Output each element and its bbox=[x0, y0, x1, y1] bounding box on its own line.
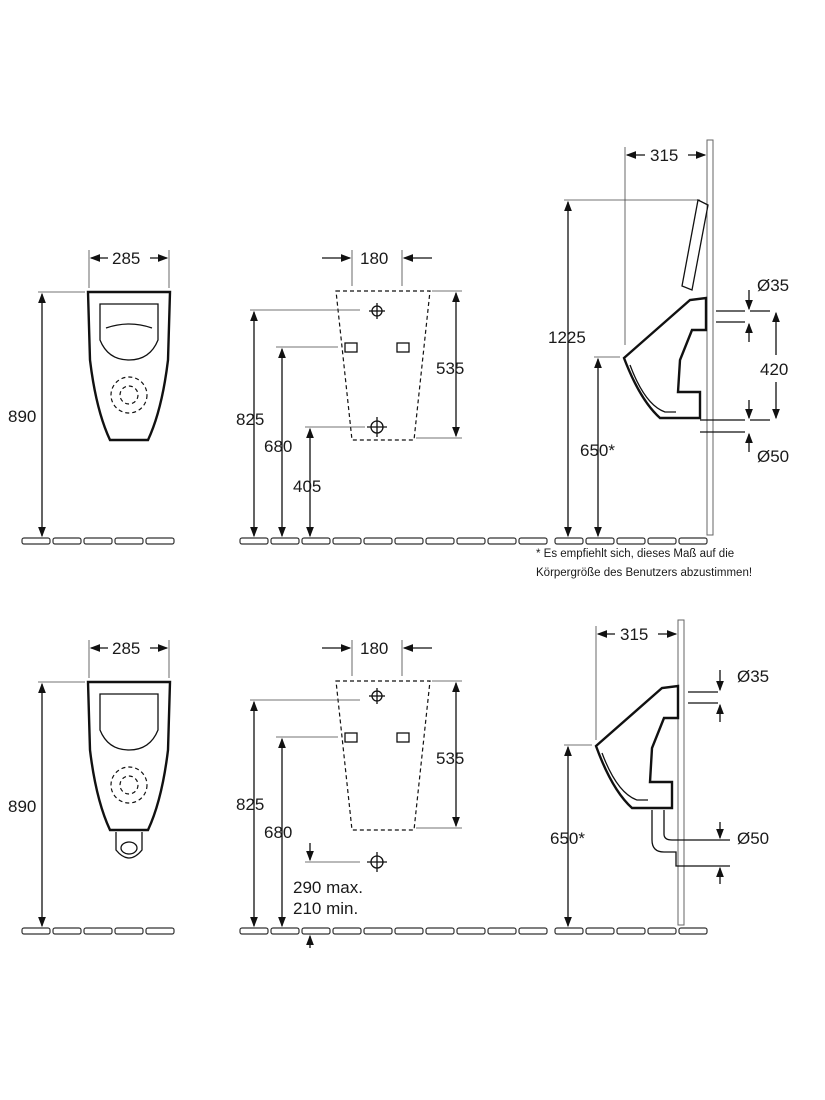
dim-height: 890 bbox=[8, 407, 36, 426]
side-view-bottom: 315 650* Ø35 Ø50 bbox=[550, 619, 769, 935]
dim-fix-height: 825 bbox=[236, 795, 264, 814]
dim-depth: 315 bbox=[620, 625, 648, 644]
back-view-top: 180 535 825 680 405 bbox=[236, 249, 548, 545]
dim-upper-fix: 680 bbox=[264, 437, 292, 456]
dim-outlet-min: 210 min. bbox=[293, 899, 358, 918]
dim-outlet-height: 405 bbox=[293, 477, 321, 496]
dim-rim-height: 650* bbox=[550, 829, 585, 848]
side-view-top: 315 1225 650* Ø35 420 Ø50 * Es empfiehlt… bbox=[536, 139, 789, 579]
dim-height: 535 bbox=[436, 359, 464, 378]
back-view-bottom: 180 535 825 680 290 max. 210 min. bbox=[236, 639, 548, 948]
dim-total-height: 1225 bbox=[548, 328, 586, 347]
front-view-top: 890 285 bbox=[8, 249, 175, 545]
dim-height: 535 bbox=[436, 749, 464, 768]
dim-rim-height: 650* bbox=[580, 441, 615, 460]
dim-inlet-outlet-distance: 420 bbox=[760, 360, 788, 379]
dim-inlet-diameter: Ø35 bbox=[737, 667, 769, 686]
dim-outlet-diameter: Ø50 bbox=[757, 447, 789, 466]
dim-height: 890 bbox=[8, 797, 36, 816]
dim-width: 285 bbox=[112, 249, 140, 268]
dim-inlet-diameter: Ø35 bbox=[757, 276, 789, 295]
dim-outlet-max: 290 max. bbox=[293, 878, 363, 897]
dim-width: 180 bbox=[360, 249, 388, 268]
dim-fix-height: 825 bbox=[236, 410, 264, 429]
dim-width: 180 bbox=[360, 639, 388, 658]
dim-width: 285 bbox=[112, 639, 140, 658]
note-line-2: Körpergröße des Benutzers abzustimmen! bbox=[536, 567, 752, 579]
dim-outlet-diameter: Ø50 bbox=[737, 829, 769, 848]
dim-upper-fix: 680 bbox=[264, 823, 292, 842]
front-view-bottom: 890 285 bbox=[8, 639, 175, 935]
note-line-1: * Es empfiehlt sich, dieses Maß auf die bbox=[536, 548, 734, 560]
dim-depth: 315 bbox=[650, 146, 678, 165]
